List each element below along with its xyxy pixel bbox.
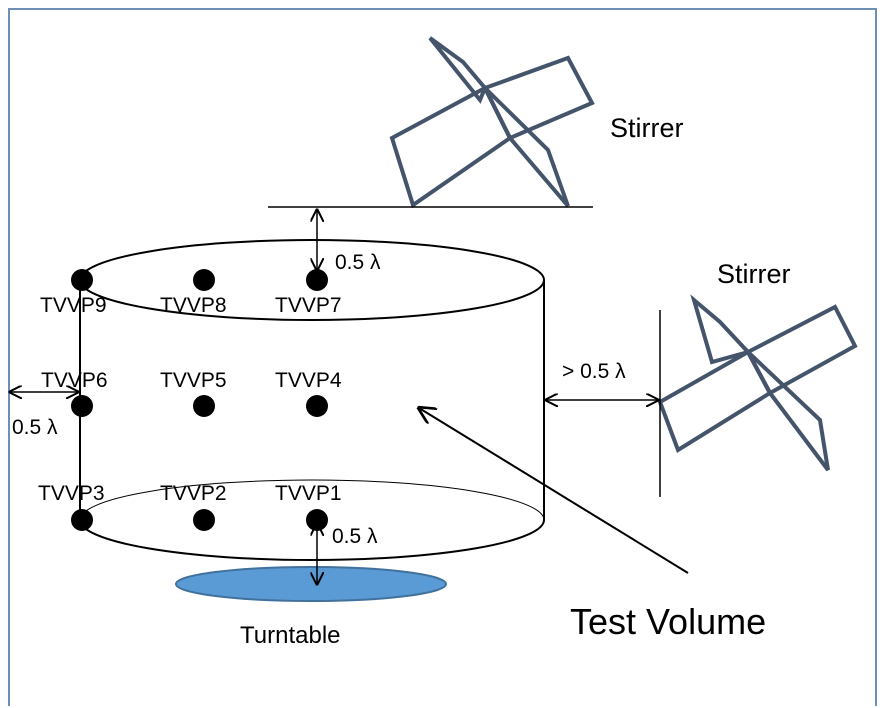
- point-label-tvvp7: TVVP7: [275, 294, 342, 317]
- dist-right-label: > 0.5 λ: [562, 360, 626, 383]
- point-label-tvvp6: TVVP6: [41, 369, 108, 392]
- cylinder-bottom-back: [79, 479, 545, 521]
- point-label-tvvp9: TVVP9: [40, 294, 107, 317]
- test-volume-label: Test Volume: [570, 601, 766, 642]
- point-tvvp8: [193, 269, 215, 291]
- stirrer-top: [389, 36, 595, 209]
- turntable-label: Turntable: [240, 622, 341, 649]
- point-label-tvvp4: TVVP4: [275, 369, 342, 392]
- point-label-tvvp3: TVVP3: [38, 482, 105, 505]
- point-label-tvvp8: TVVP8: [160, 294, 227, 317]
- dist-top-label: 0.5 λ: [335, 251, 381, 274]
- diagram-frame: [8, 8, 877, 706]
- point-tvvp2: [193, 509, 215, 531]
- turntable: [175, 566, 447, 602]
- dist-bottom-label: 0.5 λ: [332, 525, 378, 548]
- point-tvvp5: [193, 395, 215, 417]
- stirrer-right-label: Stirrer: [717, 259, 791, 289]
- stirrer-top-label: Stirrer: [610, 113, 684, 143]
- point-tvvp3: [71, 509, 93, 531]
- stirrer-right: [657, 294, 858, 472]
- point-tvvp6: [71, 395, 93, 417]
- point-label-tvvp2: TVVP2: [160, 482, 227, 505]
- test-volume-pointer-arrow: [419, 408, 689, 574]
- point-tvvp7: [306, 269, 328, 291]
- point-tvvp4: [306, 395, 328, 417]
- measurement-points: [71, 269, 328, 531]
- dist-left-label: 0.5 λ: [12, 416, 58, 439]
- point-label-tvvp5: TVVP5: [160, 369, 227, 392]
- point-label-tvvp1: TVVP1: [275, 482, 342, 505]
- point-tvvp9: [71, 269, 93, 291]
